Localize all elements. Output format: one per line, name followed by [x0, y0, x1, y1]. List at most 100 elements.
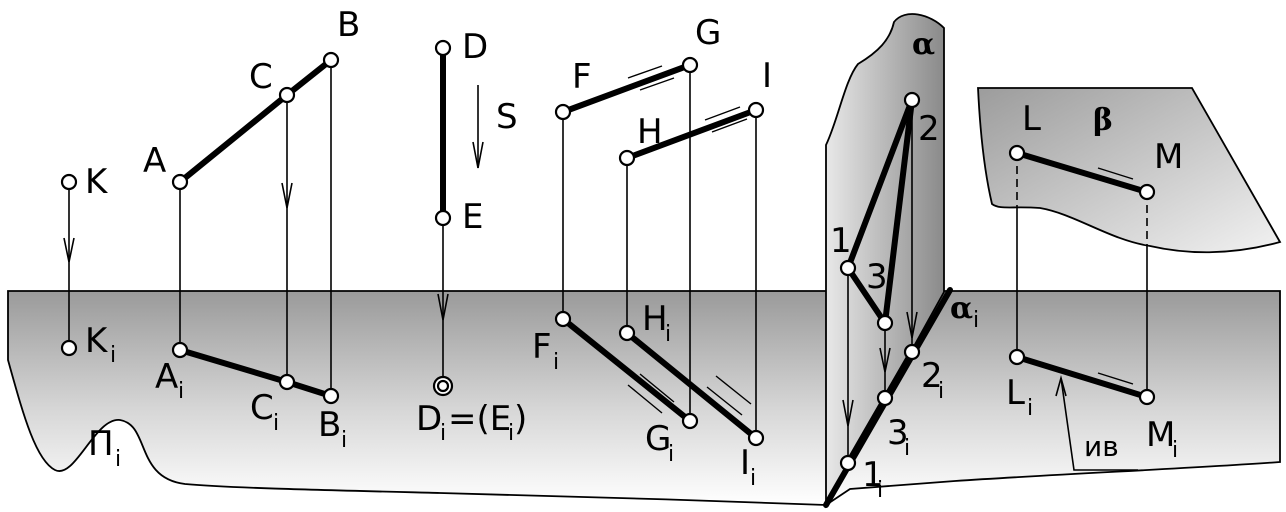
parallel-mark-limi [1097, 372, 1134, 385]
label-bi: B [318, 405, 341, 445]
point-hi [618, 324, 636, 342]
label-alpha-i-sub: i [973, 308, 979, 333]
segment-ac [177, 92, 290, 185]
point-gi [681, 412, 699, 430]
label-ei-close: ) [514, 399, 527, 439]
segment-1-2 [845, 97, 915, 271]
segment-cb [284, 57, 334, 98]
label-gi-sub: i [668, 442, 674, 467]
labels: K K i A C B A i C i B i D E S D i =(E i … [85, 5, 1183, 503]
label-beta: β [1093, 103, 1113, 138]
arrow-2 [906, 311, 918, 339]
points [60, 39, 1156, 472]
label-k: K [85, 162, 109, 202]
point-ei-inner [436, 379, 450, 393]
label-pi: Π [88, 424, 114, 464]
label-f: F [572, 57, 592, 97]
label-1: 1 [830, 221, 852, 261]
segment-hi [624, 107, 759, 161]
point-h [618, 149, 636, 167]
label-ei-sub: i [508, 421, 514, 446]
point-2i [903, 343, 921, 361]
point-2 [903, 91, 921, 109]
label-li-sub: i [1027, 396, 1033, 421]
parallel-mark-figi-1 [627, 384, 663, 414]
point-fi [554, 310, 572, 328]
label-a: A [143, 141, 166, 181]
label-m: M [1154, 137, 1183, 177]
point-bi [322, 387, 340, 405]
point-m [1138, 183, 1156, 201]
label-ei: =(E [448, 399, 511, 439]
plane-alpha [825, 13, 945, 509]
parallel-mark-lm [1097, 167, 1134, 180]
label-di-sub: i [440, 421, 446, 446]
label-1i: 1 [862, 455, 884, 495]
point-g [681, 56, 699, 74]
label-alpha-i: α [950, 291, 973, 326]
point-a [171, 173, 189, 191]
parallel-mark-figi-2 [639, 373, 675, 403]
label-ai: A [155, 357, 178, 397]
segment-fi-gi [560, 316, 693, 424]
label-s: S [496, 97, 518, 137]
label-ii: I [740, 443, 750, 483]
segment-ai-ci [177, 347, 290, 385]
label-3i: 3 [887, 413, 909, 453]
arrow-c [281, 182, 293, 209]
label-2: 2 [918, 109, 940, 149]
point-e [434, 209, 452, 227]
parallel-mark-hiii-2 [715, 375, 752, 405]
label-3i-sub: i [904, 436, 910, 461]
parallel-mark-fg-1 [627, 65, 663, 79]
arrow-de [437, 293, 449, 321]
label-b: B [337, 5, 360, 45]
point-d [434, 39, 452, 57]
label-ki: K [85, 321, 109, 361]
segment-hi-ii [624, 330, 759, 441]
label-ai-sub: i [178, 379, 184, 404]
label-fi: F [532, 327, 552, 367]
point-ci [278, 373, 296, 391]
label-ki-sub: i [110, 343, 116, 368]
point-k [60, 173, 78, 191]
point-3 [876, 314, 894, 332]
arrow-3 [879, 347, 891, 373]
parallel-mark-hiii-1 [706, 386, 743, 416]
label-g: G [695, 13, 721, 53]
label-fi-sub: i [553, 350, 559, 375]
label-gi: G [645, 419, 671, 459]
segment-li-mi [1014, 354, 1150, 400]
label-h: H [637, 112, 663, 152]
parallel-mark-hi-1 [704, 106, 741, 121]
label-nv: ив [1084, 430, 1119, 463]
label-ii-sub: i [750, 466, 756, 491]
label-di: D [416, 399, 442, 439]
segment-2-3 [882, 97, 915, 326]
plane-beta [977, 87, 1282, 254]
label-i: I [762, 56, 772, 96]
point-1 [839, 259, 857, 277]
label-ci: C [250, 388, 274, 428]
label-mi-sub: i [1172, 438, 1178, 463]
arrow-1 [842, 399, 854, 427]
arrow-k [63, 237, 75, 263]
direction-s-arrow [472, 141, 484, 169]
label-2i: 2 [921, 356, 943, 396]
label-2i-sub: i [938, 379, 944, 404]
point-ii [747, 429, 765, 447]
label-ci-sub: i [273, 411, 279, 436]
leader-nv-arrow [1055, 375, 1067, 397]
point-ai [171, 341, 189, 359]
parallel-mark-fg-2 [639, 77, 675, 91]
segment-lm [1014, 150, 1150, 195]
label-bi-sub: i [341, 428, 347, 453]
label-alpha: α [912, 27, 935, 62]
parallel-mark-hi-2 [711, 118, 748, 133]
label-3: 3 [866, 257, 888, 297]
point-i [747, 101, 765, 119]
point-c [278, 86, 296, 104]
point-li [1008, 348, 1026, 366]
segment-fg [560, 62, 693, 115]
